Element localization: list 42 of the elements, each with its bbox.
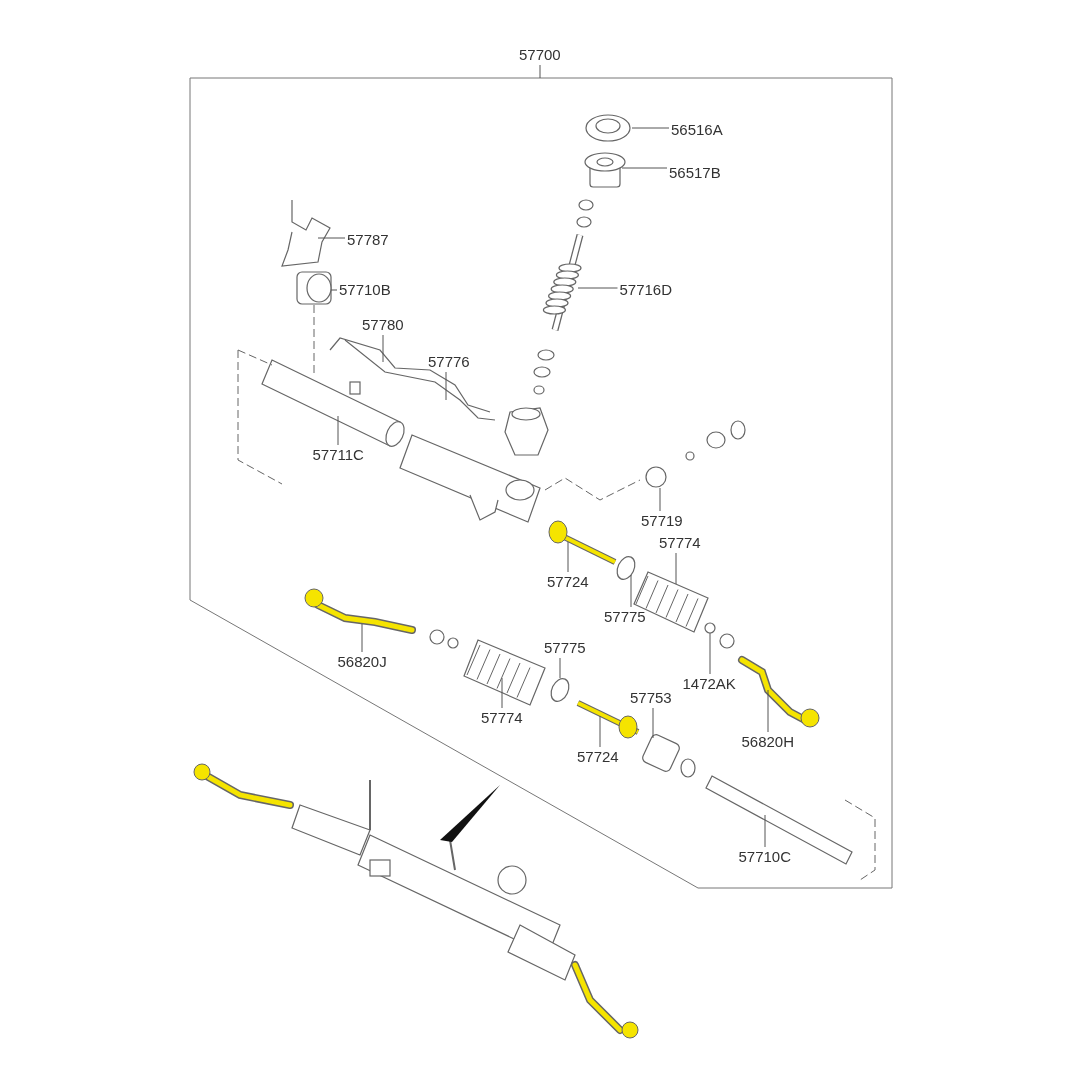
part-number: 57719 bbox=[641, 513, 683, 529]
leader-line bbox=[317, 237, 346, 239]
part-number: 57753 bbox=[630, 690, 672, 706]
part-number: 56820J bbox=[337, 654, 387, 670]
leader-line bbox=[567, 541, 569, 573]
leader-line bbox=[630, 574, 632, 608]
part-number: 57775 bbox=[604, 609, 646, 625]
part-number: 57775 bbox=[544, 640, 586, 656]
leader-line bbox=[559, 657, 561, 679]
part-number: 56516A bbox=[671, 122, 723, 138]
leader-line bbox=[767, 689, 769, 733]
part-number: 1472AK bbox=[682, 676, 736, 692]
part-number: 57700 bbox=[519, 47, 561, 63]
part-number: 57710B bbox=[339, 282, 391, 298]
part-number: 57780 bbox=[362, 317, 404, 333]
leader-line bbox=[361, 623, 363, 653]
leader-line bbox=[621, 167, 668, 169]
leader-line bbox=[764, 814, 766, 848]
part-number: 57787 bbox=[347, 232, 389, 248]
part-number: 57711C bbox=[312, 447, 364, 463]
leader-line bbox=[659, 487, 661, 512]
leader-line bbox=[501, 677, 503, 709]
part-number: 56820H bbox=[741, 734, 795, 750]
part-number: 57724 bbox=[577, 749, 619, 765]
leader-line bbox=[330, 289, 338, 291]
part-number: 57776 bbox=[428, 354, 470, 370]
leader-line bbox=[599, 715, 601, 748]
leader-line bbox=[445, 371, 447, 401]
part-number: 57774 bbox=[481, 710, 523, 726]
leader-line bbox=[382, 334, 384, 363]
part-number: 57716D bbox=[619, 282, 673, 298]
leader-line bbox=[652, 707, 654, 739]
leader-line bbox=[631, 127, 670, 129]
part-number: 57774 bbox=[659, 535, 701, 551]
leader-line bbox=[539, 64, 541, 79]
leader-line bbox=[577, 287, 618, 289]
leader-line bbox=[675, 552, 677, 585]
part-number: 57710C bbox=[738, 849, 792, 865]
leader-line bbox=[709, 632, 711, 675]
leader-line bbox=[337, 415, 339, 446]
part-number: 56517B bbox=[669, 165, 721, 181]
part-number: 57724 bbox=[547, 574, 589, 590]
